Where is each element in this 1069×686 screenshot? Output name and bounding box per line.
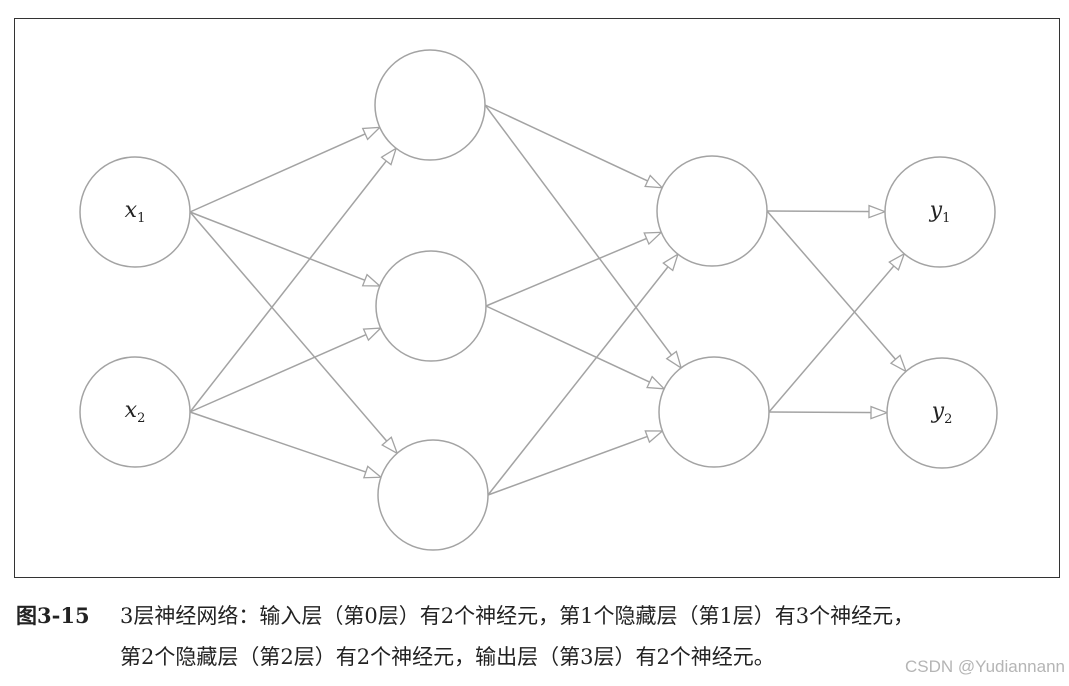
edge <box>487 253 679 496</box>
watermark: CSDN @Yudiannann <box>905 657 1065 676</box>
edge <box>484 104 663 189</box>
edge <box>487 430 663 496</box>
neuron-hidden2-1 <box>656 155 768 267</box>
edge <box>485 305 665 390</box>
arrowhead-icon <box>644 174 664 189</box>
neural-network-diagram <box>79 49 998 551</box>
edge <box>189 126 381 213</box>
edge <box>189 411 382 478</box>
arrowhead-icon <box>644 430 665 444</box>
neuron-hidden2-2 <box>658 356 770 468</box>
edge <box>189 327 381 413</box>
node-label-y2: y2 <box>931 398 953 428</box>
edge <box>485 231 662 307</box>
caption-line-1: 3层神经网络：输入层（第0层）有2个神经元，第1个隐藏层（第1层）有3个神经元， <box>120 604 915 628</box>
arrowhead-icon <box>665 350 683 370</box>
arrowhead-icon <box>889 354 908 373</box>
edge <box>766 210 907 372</box>
neuron-input-1 <box>79 156 191 268</box>
edge <box>768 411 888 414</box>
edge <box>189 211 381 287</box>
arrowhead-icon <box>361 273 382 287</box>
neuron-hidden1-2 <box>375 250 487 362</box>
arrowhead-icon <box>380 146 398 166</box>
arrowhead-icon <box>888 252 906 271</box>
arrowhead-icon <box>381 436 399 455</box>
edge <box>484 104 682 369</box>
neuron-output-2 <box>886 357 998 469</box>
arrowhead-icon <box>868 204 887 219</box>
node-label-x1: x1 <box>124 197 146 227</box>
arrowhead-icon <box>643 231 664 246</box>
diagram-frame <box>14 18 1060 578</box>
arrowhead-icon <box>362 327 383 342</box>
node-label-x2: x2 <box>124 397 146 427</box>
arrowhead-icon <box>646 375 666 390</box>
neuron-input-2 <box>79 356 191 468</box>
neuron-hidden1-3 <box>377 439 489 551</box>
caption-line-2: 第2个隐藏层（第2层）有2个神经元，输出层（第3层）有2个神经元。 <box>120 645 775 669</box>
edge <box>189 211 398 454</box>
figure-number: 图3-15 <box>16 603 90 628</box>
edge <box>189 147 397 413</box>
edge <box>768 253 905 413</box>
arrowhead-icon <box>362 465 383 479</box>
arrowhead-icon <box>870 405 889 420</box>
neuron-hidden1-1 <box>374 49 486 161</box>
arrowhead-icon <box>361 126 382 141</box>
edge <box>766 210 886 213</box>
node-label-y1: y1 <box>929 197 951 227</box>
neuron-output-1 <box>884 156 996 268</box>
arrowhead-icon <box>662 252 680 272</box>
